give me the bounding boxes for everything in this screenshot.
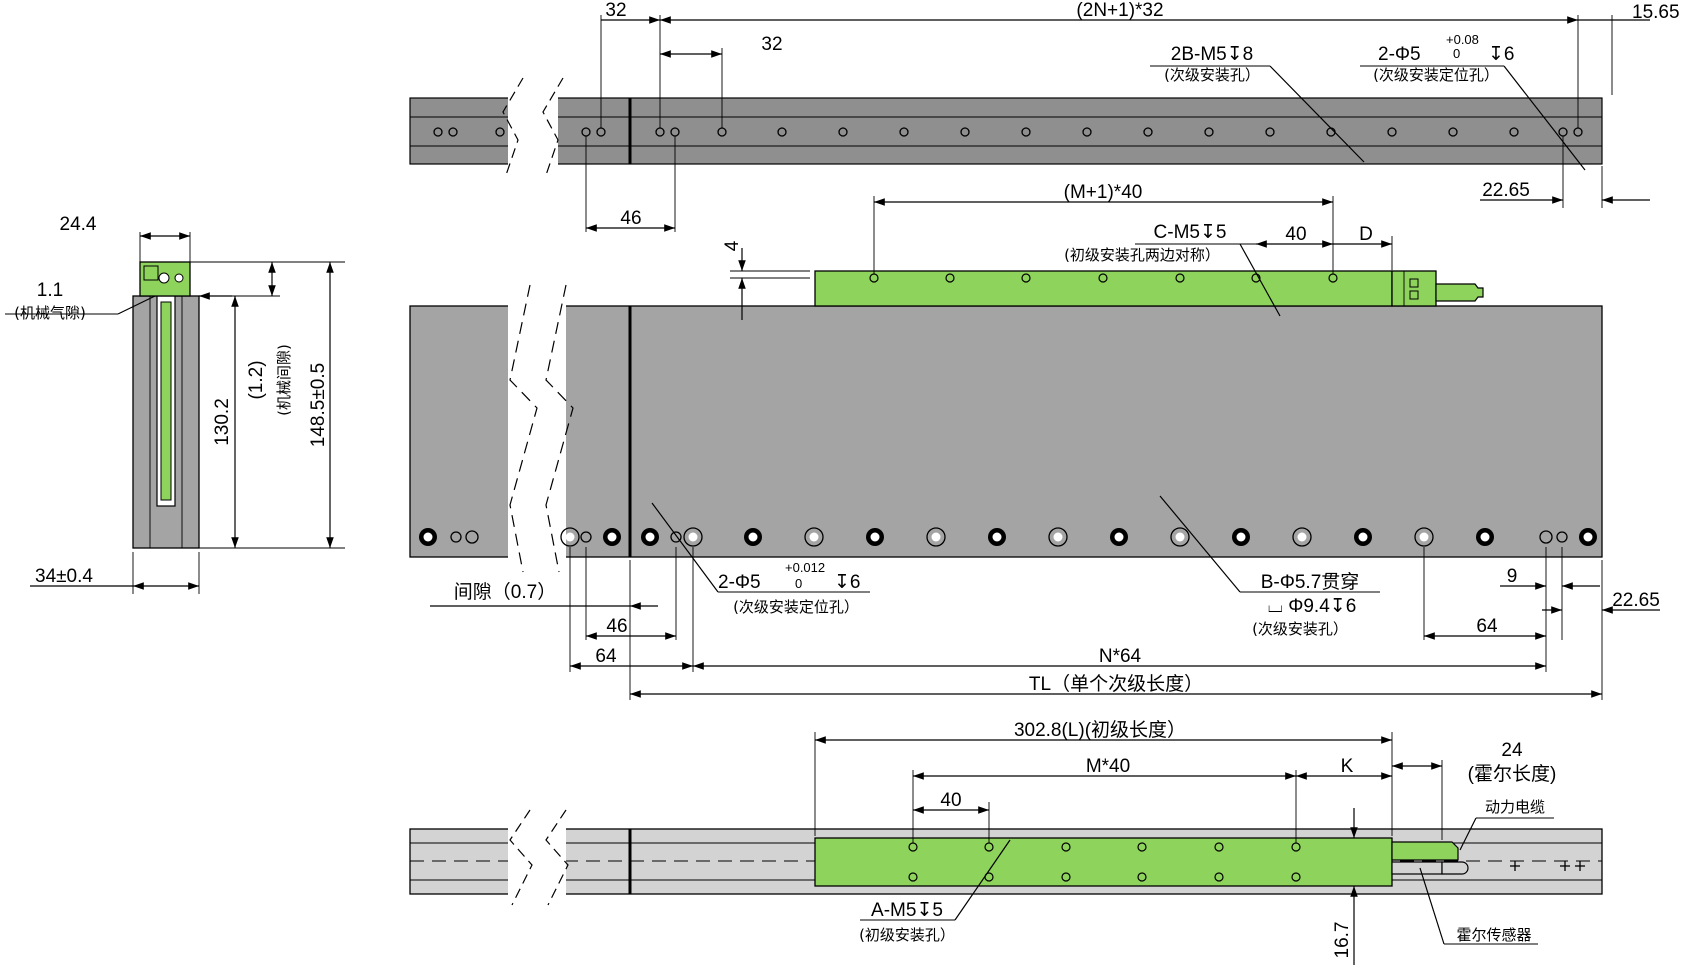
hole-2phi-tol-lower: 0: [1453, 46, 1460, 61]
side-view: 24.4 1.1 (机械气隙) 130.2 (1.2) (机械间隙) 148.5…: [5, 214, 345, 594]
dim-16-7: 16.7: [1332, 922, 1353, 959]
front-coil: [814, 270, 1393, 307]
dim-n-64: N*64: [1099, 646, 1142, 667]
hall-sensor-label: 霍尔传感器: [1456, 926, 1531, 944]
dim-40-front: 40: [1285, 224, 1306, 245]
phi-hole-depth: ↧6: [834, 572, 861, 593]
dim-9: 9: [1507, 566, 1518, 587]
dim-46-front: 46: [606, 616, 627, 637]
hole-2phi-note: (次级安装定位孔）: [1373, 66, 1499, 84]
c-hole-label: C-M5↧5: [1154, 222, 1227, 243]
dim-d: D: [1359, 224, 1373, 245]
bottom-coil: [814, 837, 1393, 887]
phi-hole-label: 2-Φ5: [718, 572, 761, 593]
dim-22-65-front: 22.65: [1612, 590, 1660, 611]
dim-m-plus-1-40: (M+1)*40: [1064, 182, 1143, 203]
front-view: (M+1)*40 C-M5↧5 (初级安装孔两边对称） 40 D 4 2-Φ5 …: [409, 182, 1660, 700]
dim-32-left: 32: [605, 0, 626, 21]
a-hole-note: (初级安装孔）: [859, 926, 955, 944]
mech-gap-label: (机械间隙): [275, 344, 293, 416]
hall-length-label: (霍尔长度): [1468, 763, 1557, 785]
b-hole-note: (次级安装孔）: [1252, 620, 1348, 638]
hole-2phi-depth: ↧6: [1488, 44, 1515, 65]
power-cable-shape: [1391, 841, 1459, 861]
front-track-holes: [419, 527, 1597, 547]
dim-total-length: (2N+1)*32: [1076, 0, 1163, 21]
dim-34: 34±0.4: [35, 566, 93, 587]
dim-tl: TL（单个次级长度）: [1029, 673, 1203, 695]
dim-130-2: 130.2: [212, 398, 233, 446]
front-magnet-track: [409, 305, 1603, 558]
dim-k: K: [1341, 756, 1354, 777]
dim-m-40: M*40: [1086, 756, 1130, 777]
top-track-holes: [433, 127, 1583, 137]
dim-64-right: 64: [1476, 616, 1498, 637]
dim-l: 302.8(L)(初级长度）: [1014, 719, 1186, 741]
dim-24-4: 24.4: [60, 214, 97, 235]
dim-1-2: (1.2): [246, 360, 267, 399]
power-cable-label: 动力电缆: [1485, 798, 1545, 816]
hole-2phi-tol-upper: +0.08: [1446, 32, 1479, 47]
front-hall-housing: [1391, 270, 1437, 307]
phi-hole-note: (次级安装定位孔）: [733, 598, 859, 616]
a-hole-label: A-M5↧5: [871, 900, 943, 921]
dim-22-65-top: 22.65: [1482, 180, 1530, 201]
gap-label: 间隙（0.7）: [454, 581, 556, 603]
c-hole-note: (初级安装孔两边对称）: [1064, 246, 1220, 264]
dim-40-bottom: 40: [940, 790, 961, 811]
hole-2b-label: 2B-M5↧8: [1171, 44, 1253, 65]
b-hole-counterbore: ⌴ Φ9.4↧6: [1268, 596, 1357, 617]
top-track-body: [409, 97, 1603, 165]
dim-15-65: 15.65: [1632, 2, 1680, 23]
phi-tol-upper: +0.012: [785, 560, 825, 575]
dim-32-inner: 32: [761, 34, 782, 55]
hall-sensor-shape: [1391, 861, 1443, 875]
dim-4: 4: [722, 240, 743, 251]
air-gap-value: 1.1: [37, 280, 63, 301]
hole-2phi-label: 2-Φ5: [1378, 44, 1421, 65]
top-view: 32 (2N+1)*32 15.65 32 2B-M5↧8 (次级安装孔） 2-…: [409, 0, 1680, 232]
dim-148-5: 148.5±0.5: [308, 363, 329, 447]
hole-2b-note: (次级安装孔）: [1164, 66, 1260, 84]
dim-46-top: 46: [620, 208, 641, 229]
bottom-view: 302.8(L)(初级长度） M*40 K 24 (霍尔长度) 40 动力电缆 …: [409, 719, 1603, 965]
b-hole-label: B-Φ5.7贯穿: [1261, 571, 1360, 593]
dim-64-left: 64: [595, 646, 617, 667]
air-gap-label: (机械气隙): [14, 304, 86, 322]
phi-tol-lower: 0: [795, 576, 802, 591]
dim-24: 24: [1501, 740, 1523, 761]
